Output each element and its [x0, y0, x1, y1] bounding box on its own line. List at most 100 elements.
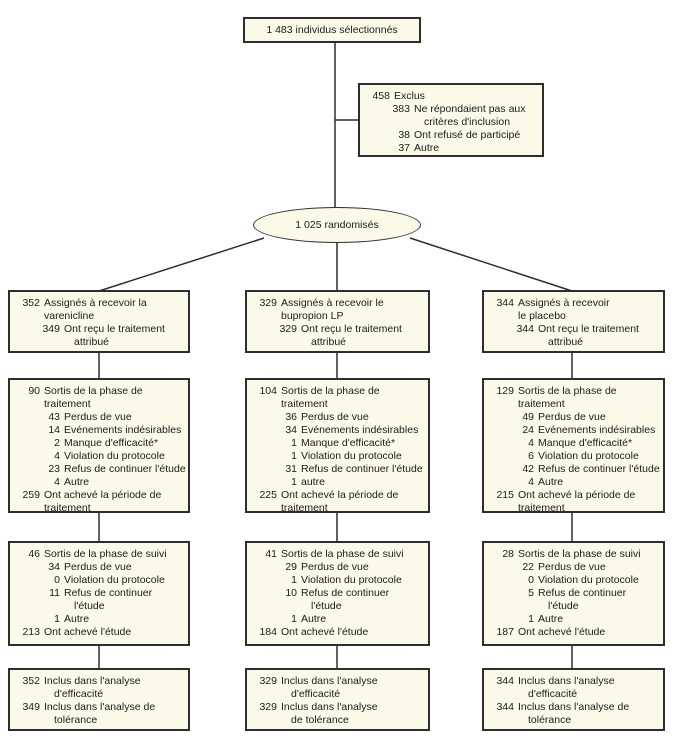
- flow-line-label: Sortis de la phase de suivi: [44, 548, 167, 560]
- flow-line-label: traitement: [518, 502, 565, 514]
- flow-line: traitement: [16, 398, 186, 411]
- flow-line-label: Evénements indésirables: [64, 424, 182, 436]
- flow-line-count: 5: [528, 587, 534, 599]
- flow-line-label: tolérance: [54, 714, 98, 726]
- flow-line-count: 4: [54, 450, 60, 462]
- flow-line-count: 42: [522, 463, 534, 475]
- flow-line-count: 1: [528, 613, 534, 625]
- flow-line: 28 Sortis de la phase de suivi: [490, 548, 661, 561]
- flow-line-label: varenicline: [44, 310, 95, 322]
- flow-line-count: [16, 502, 40, 515]
- flow-line-label: Autre: [64, 476, 90, 488]
- flow-line-count: [16, 600, 60, 613]
- flow-line-label: attribué: [311, 336, 347, 348]
- flow-line-label: Inclus dans l'analyse: [281, 701, 378, 713]
- flow-line: l'étude: [16, 600, 186, 613]
- flow-line-label: Violation du protocole: [538, 450, 639, 462]
- flow-line-label: Inclus dans l'analyse: [44, 675, 141, 687]
- randomized-ellipse: 1 025 randomisés: [253, 207, 421, 243]
- flow-line-count: 24: [522, 424, 534, 436]
- flow-line-label: Autre: [301, 613, 327, 625]
- flow-line: critères d'inclusion: [366, 116, 540, 129]
- flow-line-label: d'efficacité: [528, 688, 578, 700]
- flow-line-count: [490, 600, 534, 613]
- flow-line-label: Ont achevé la période de: [44, 489, 162, 501]
- flow-line: 349 Ont reçu le traitement: [16, 323, 186, 336]
- flow-line-count: 349: [22, 701, 40, 713]
- flow-line-label: d'efficacité: [54, 688, 104, 700]
- flow-line-count: 352: [22, 675, 40, 687]
- flow-line-label: Ont reçu le traitement: [538, 323, 639, 335]
- flow-line-count: 38: [398, 129, 410, 141]
- flow-line-label: Inclus dans l'analyse de: [44, 701, 156, 713]
- flow-line-label: Refus de continuer: [301, 587, 390, 599]
- flow-line-label: critères d'inclusion: [424, 116, 511, 128]
- flow-line-label: l'étude: [311, 600, 342, 612]
- flow-line-count: [253, 714, 277, 727]
- flow-line-count: 28: [502, 548, 514, 560]
- flow-line-count: 43: [48, 411, 60, 423]
- flow-line-count: 349: [42, 323, 60, 335]
- flow-line: traitement: [253, 398, 426, 411]
- flow-line-label: Violation du protocole: [538, 574, 639, 586]
- flow-line-label: Sortis de la phase de suivi: [518, 548, 641, 560]
- flow-line: bupropion LP: [253, 310, 426, 323]
- flow-line-count: 0: [528, 574, 534, 586]
- flow-line-label: Refus de continuer l'étude: [64, 463, 186, 475]
- flow-line-count: [253, 310, 277, 323]
- flow-line-count: 187: [496, 626, 514, 638]
- flow-line-label: Exclus: [394, 90, 425, 102]
- flow-line: 259 Ont achevé la période de: [16, 489, 186, 502]
- flow-line-label: traitement: [518, 398, 565, 410]
- screened-label: 1 483 individus sélectionnés: [266, 23, 398, 36]
- flow-line-count: 259: [22, 489, 40, 501]
- flow-line-label: Ne répondaient pas aux: [414, 103, 526, 115]
- flow-line-label: Autre: [538, 476, 564, 488]
- flow-line-count: [490, 688, 514, 701]
- flow-line-count: [253, 688, 277, 701]
- flow-line-label: Ont achevé l'étude: [281, 626, 369, 638]
- flow-line-count: 37: [398, 142, 410, 154]
- flow-line-count: [16, 310, 40, 323]
- flow-line: le placebo: [490, 310, 661, 323]
- flow-line-count: 344: [496, 297, 514, 309]
- flow-line-label: Ont reçu le traitement: [64, 323, 165, 335]
- flow-line-count: [253, 502, 277, 515]
- flow-line-count: 36: [285, 411, 297, 423]
- flow-line: l'étude: [253, 600, 426, 613]
- flow-line-count: 329: [279, 323, 297, 335]
- flow-line-count: 10: [285, 587, 297, 599]
- flow-line-count: [253, 398, 277, 411]
- flow-line-count: [16, 714, 40, 727]
- flow-line-count: 104: [259, 385, 277, 397]
- flow-line: attribué: [16, 336, 186, 349]
